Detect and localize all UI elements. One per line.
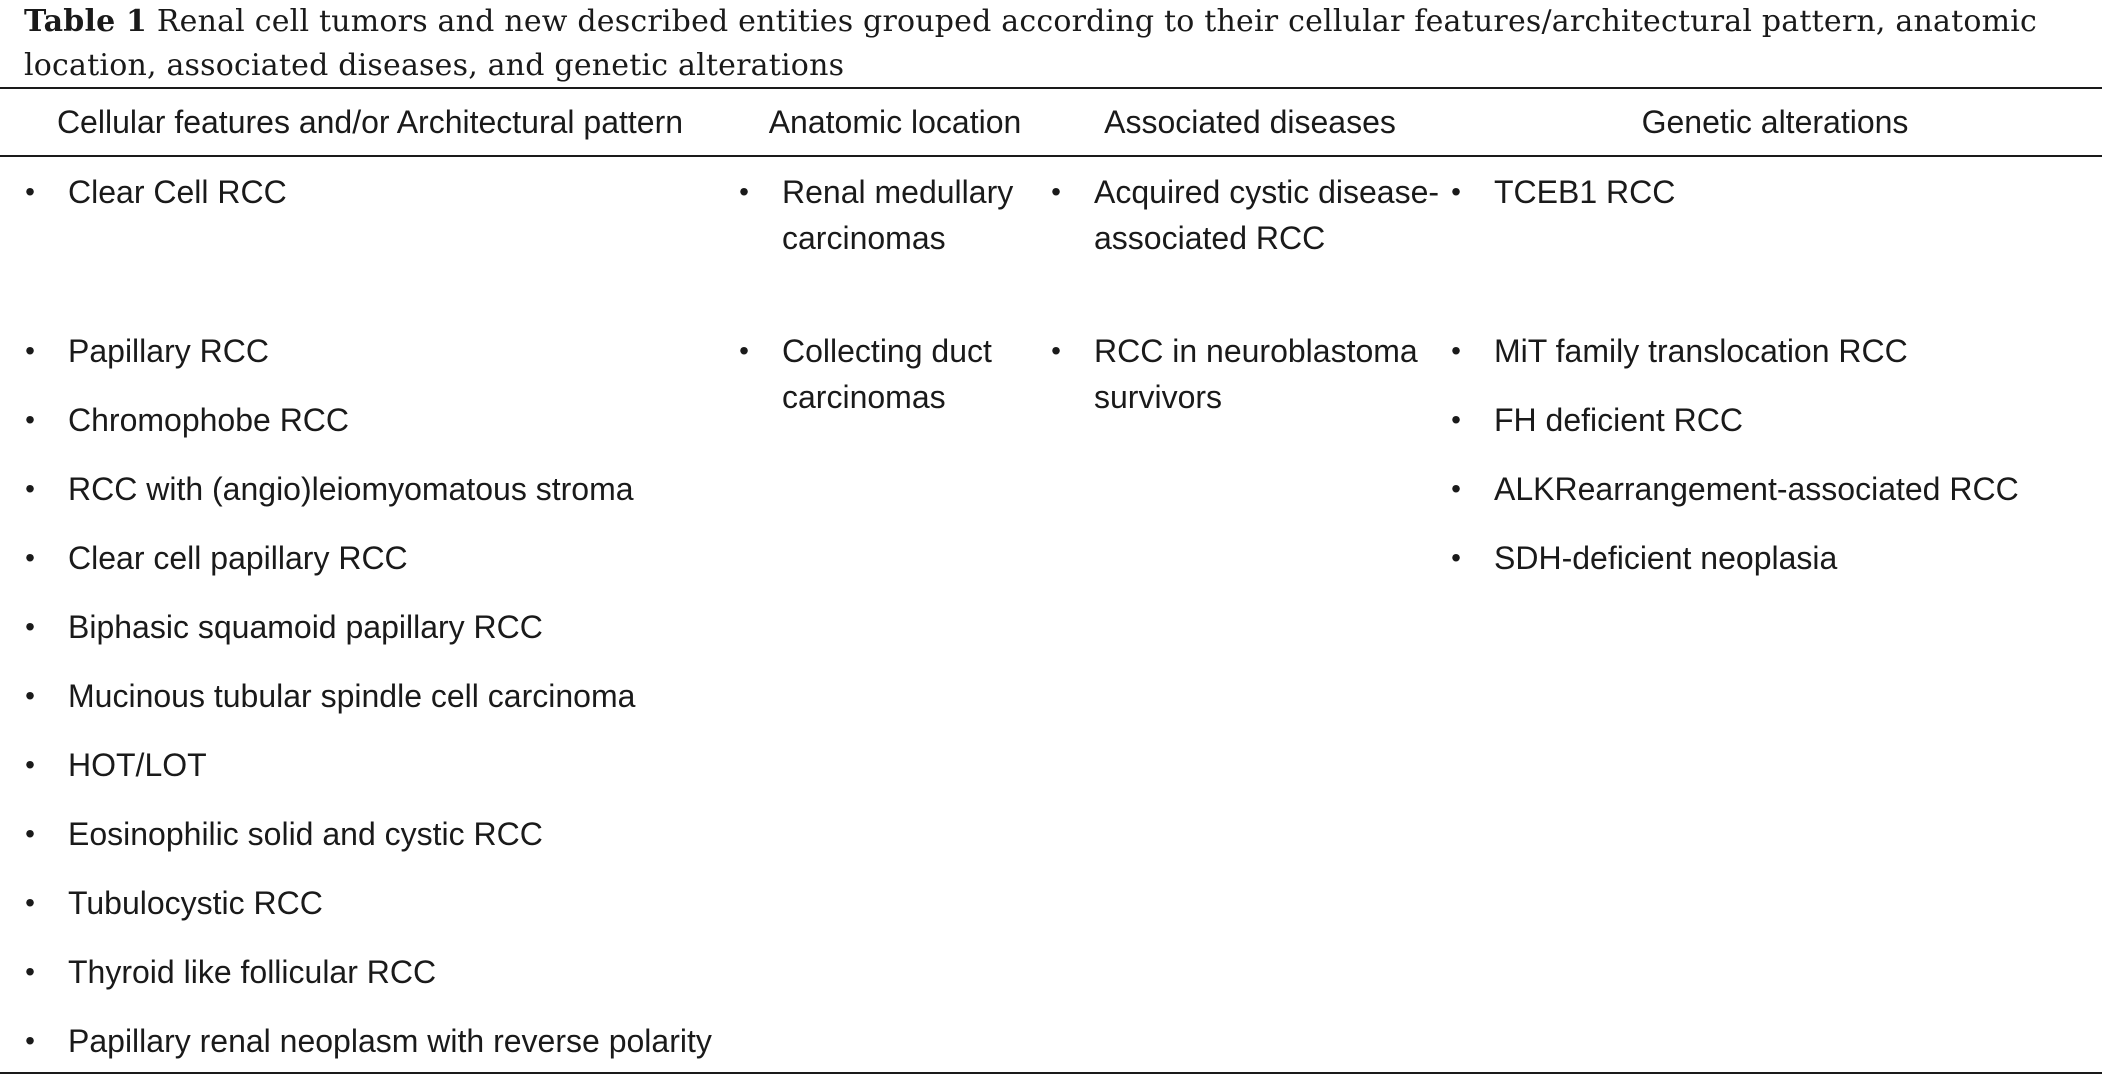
bullet-icon: • [25,956,35,987]
list-item-text: Mucinous tubular spindle cell carcinoma [68,678,636,714]
list-item-cellular: • Clear cell papillary RCC [22,535,742,581]
list-item-text: Papillary renal neoplasm with reverse po… [68,1023,712,1059]
list-item-text: RCC with (angio)leiomyomatous stroma [68,471,634,507]
table-caption-label: Table 1 [24,4,148,39]
bullet-icon: • [1051,335,1061,366]
bullet-icon: • [25,404,35,435]
bullet-icon: • [25,887,35,918]
list-item-text: Papillary RCC [68,333,269,369]
list-item-text: Clear cell papillary RCC [68,540,408,576]
bullet-icon: • [1451,473,1461,504]
list-item-text: Collecting duct carcinomas [782,333,992,415]
header-associated-diseases: Associated diseases [1104,104,1396,140]
list-item-text: MiT family translocation RCC [1494,333,1908,369]
table-caption-text: Renal cell tumors and new described enti… [24,4,2038,83]
list-item-cellular: • Papillary RCC [22,328,742,374]
bullet-icon: • [1451,404,1461,435]
table-top-rule [0,87,2102,89]
list-item-cellular: • Chromophobe RCC [22,397,742,443]
list-item-anatomic: • Renal medullary carcinomas [736,169,1046,261]
list-item-text: Biphasic squamoid papillary RCC [68,609,543,645]
list-item-text: TCEB1 RCC [1494,174,1676,210]
header-cellular-features: Cellular features and/or Architectural p… [56,104,684,140]
list-item-text: ALKRearrangement-associated RCC [1494,471,2019,507]
bullet-icon: • [25,473,35,504]
bullet-icon: • [25,176,35,207]
header-genetic-alterations: Genetic alterations [1641,104,1909,140]
list-item-text: Tubulocystic RCC [68,885,323,921]
list-item-cellular: • Papillary renal neoplasm with reverse … [22,1018,742,1064]
list-item-genetic: • TCEB1 RCC [1448,169,2098,215]
bullet-icon: • [25,749,35,780]
bullet-icon: • [739,335,749,366]
list-item-text: Clear Cell RCC [68,174,287,210]
list-item-genetic: • SDH-deficient neoplasia [1448,535,2098,581]
list-item-genetic: • FH deficient RCC [1448,397,2098,443]
list-item-text: HOT/LOT [68,747,207,783]
table-bottom-rule [0,1072,2102,1074]
bullet-icon: • [25,611,35,642]
list-item-text: RCC in neuroblastoma survivors [1094,333,1418,415]
list-item-cellular: • RCC with (angio)leiomyomatous stroma [22,466,742,512]
bullet-icon: • [1451,176,1461,207]
list-item-cellular: • HOT/LOT [22,742,742,788]
bullet-icon: • [25,1025,35,1056]
bullet-icon: • [739,176,749,207]
list-item-genetic: • MiT family translocation RCC [1448,328,2098,374]
bullet-icon: • [25,818,35,849]
table-caption: Table 1 Renal cell tumors and new descri… [24,0,2094,88]
list-item-cellular: • Clear Cell RCC [22,169,742,215]
header-anatomic-location: Anatomic location [768,104,1022,140]
list-item-genetic: • ALKRearrangement-associated RCC [1448,466,2098,512]
list-item-text: Chromophobe RCC [68,402,350,438]
list-item-cellular: • Mucinous tubular spindle cell carcinom… [22,673,742,719]
list-item-text: Acquired cystic disease-associated RCC [1094,174,1440,256]
bullet-icon: • [1451,542,1461,573]
list-item-anatomic: • Collecting duct carcinomas [736,328,1046,420]
bullet-icon: • [1051,176,1061,207]
list-item-cellular: • Biphasic squamoid papillary RCC [22,604,742,650]
list-item-text: Eosinophilic solid and cystic RCC [68,816,543,852]
list-item-text: SDH-deficient neoplasia [1494,540,1838,576]
list-item-associated: • RCC in neuroblastoma survivors [1048,328,1448,420]
table-header-rule [0,155,2102,157]
list-item-cellular: • Eosinophilic solid and cystic RCC [22,811,742,857]
bullet-icon: • [25,542,35,573]
list-item-cellular: • Thyroid like follicular RCC [22,949,742,995]
list-item-text: Thyroid like follicular RCC [68,954,437,990]
list-item-cellular: • Tubulocystic RCC [22,880,742,926]
bullet-icon: • [25,680,35,711]
bullet-icon: • [25,335,35,366]
list-item-text: Renal medullary carcinomas [782,174,1014,256]
list-item-text: FH deficient RCC [1494,402,1743,438]
list-item-associated: • Acquired cystic disease-associated RCC [1048,169,1448,261]
bullet-icon: • [1451,335,1461,366]
